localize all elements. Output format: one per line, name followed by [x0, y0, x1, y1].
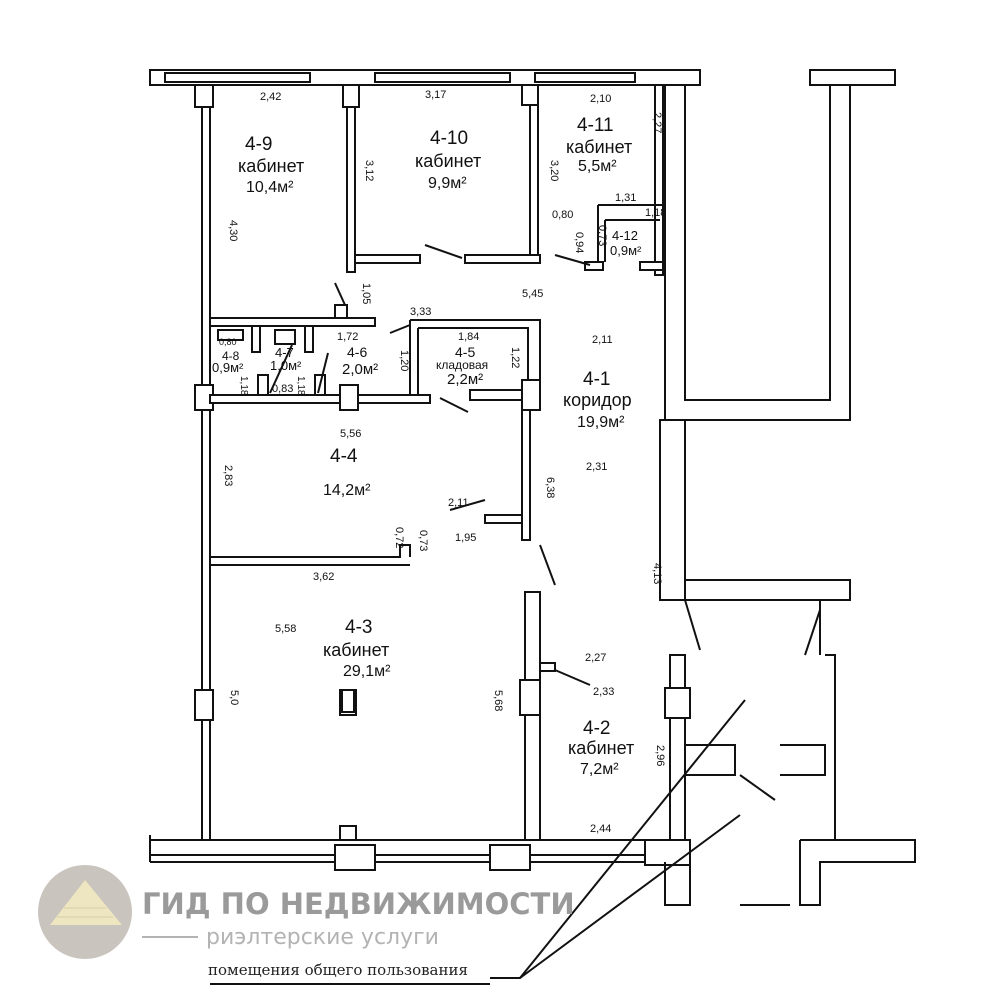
- room-id-4-8: 4-8: [222, 349, 240, 363]
- room-name-4-10: кабинет: [415, 151, 481, 171]
- dimension-label: 1,18: [645, 207, 666, 219]
- dimension-label: 0,73: [596, 225, 608, 246]
- room-id-4-5: 4-5: [455, 344, 475, 360]
- dimension-label: 4,30: [227, 220, 239, 241]
- room-area-4-8: 0,9м²: [212, 360, 244, 375]
- room-area-4-10: 9,9м²: [428, 175, 467, 192]
- room-id-4-10: 4-10: [430, 128, 468, 149]
- watermark-subtitle: риэлтерские услуги: [206, 925, 439, 950]
- watermark: ГИД ПО НЕДВИЖИМОСТИ риэлтерские услуги: [38, 865, 575, 959]
- room-id-4-7: 4-7: [275, 345, 294, 360]
- dimension-label: 2,42: [260, 91, 281, 103]
- room-id-4-1: 4-1: [583, 369, 610, 390]
- dimension-label: 2,10: [590, 93, 611, 105]
- dimension-label: 5,45: [522, 288, 543, 300]
- dimension-label: 3,17: [425, 89, 446, 101]
- dimension-label: 0,83: [272, 383, 293, 395]
- dimension-label: 2,31: [586, 461, 607, 473]
- dimension-labels: 2,42 3,17 2,10 4,30 3,12 3,20 2,27 1,31 …: [219, 89, 666, 835]
- dimension-label: 2,11: [448, 497, 469, 509]
- dimension-label: 3,62: [313, 571, 334, 583]
- dimension-label: 3,20: [548, 160, 560, 181]
- dimension-label: 1,18: [238, 376, 249, 396]
- dimension-label: 5,0: [228, 690, 240, 705]
- dimension-label: 3,33: [410, 306, 431, 318]
- room-id-4-9: 4-9: [245, 134, 272, 155]
- room-area-4-2: 7,2м²: [580, 761, 619, 778]
- dimension-label: 1,95: [455, 532, 476, 544]
- room-name-4-3: кабинет: [323, 640, 389, 660]
- dimension-label: 0,94: [573, 232, 585, 253]
- room-id-4-6: 4-6: [347, 344, 367, 360]
- dimension-label: 3,12: [363, 160, 375, 181]
- dimension-label: 0,80: [219, 337, 237, 347]
- room-name-4-1: коридор: [563, 390, 632, 410]
- room-area-4-12: 0,9м²: [610, 243, 642, 258]
- dimension-label: 1,31: [615, 192, 636, 204]
- room-area-4-1: 19,9м²: [577, 414, 625, 431]
- pyramid-logo-icon: [50, 880, 122, 925]
- room-name-4-5: кладовая: [436, 358, 488, 372]
- walls: [149, 69, 916, 985]
- dimension-label: 2,83: [222, 465, 234, 486]
- room-name-4-2: кабинет: [568, 738, 634, 758]
- room-id-4-11: 4-11: [577, 115, 614, 136]
- room-area-4-9: 10,4м²: [246, 179, 294, 196]
- dimension-label: 2,33: [593, 686, 614, 698]
- dimension-label: 4,13: [651, 563, 663, 584]
- room-area-4-3: 29,1м²: [343, 663, 391, 680]
- dimension-label: 5,58: [275, 623, 296, 635]
- dimension-label: 1,72: [337, 331, 358, 343]
- room-id-4-12: 4-12: [612, 228, 638, 243]
- room-area-4-4: 14,2м²: [323, 482, 371, 499]
- room-id-4-3: 4-3: [345, 617, 372, 638]
- room-id-4-2: 4-2: [583, 718, 610, 739]
- dimension-label: 1,20: [398, 350, 410, 371]
- legend-common-areas: помещения общего пользования: [208, 961, 468, 979]
- dimension-label: 6,38: [544, 477, 556, 498]
- dimension-label: 5,56: [340, 428, 361, 440]
- dimension-label: 1,22: [509, 347, 521, 368]
- dimension-label: 2,11: [592, 334, 613, 346]
- room-area-4-11: 5,5м²: [578, 158, 617, 175]
- room-name-4-9: кабинет: [238, 156, 304, 176]
- room-area-4-6: 2,0м²: [342, 361, 378, 378]
- room-labels: 4-9 кабинет 10,4м² 4-10 кабинет 9,9м² 4-…: [212, 115, 642, 778]
- room-area-4-7: 1,0м²: [270, 358, 302, 373]
- dimension-label: 0,72: [393, 527, 405, 548]
- dimension-label: 1,84: [458, 331, 479, 343]
- dimension-label: 1,18: [295, 376, 306, 396]
- room-id-4-4: 4-4: [330, 446, 358, 467]
- dimension-label: 5,68: [492, 690, 504, 711]
- dimension-label: 0,73: [417, 530, 429, 551]
- dimension-label: 0,80: [552, 209, 573, 221]
- dimension-label: 2,44: [590, 823, 611, 835]
- room-area-4-5: 2,2м²: [447, 371, 483, 388]
- dimension-label: 2,96: [654, 745, 666, 766]
- dimension-label: 2,27: [651, 112, 663, 133]
- dimension-label: 1,05: [360, 283, 372, 304]
- dimension-label: 2,27: [585, 652, 606, 664]
- room-name-4-11: кабинет: [566, 137, 632, 157]
- watermark-title: ГИД ПО НЕДВИЖИМОСТИ: [142, 887, 575, 921]
